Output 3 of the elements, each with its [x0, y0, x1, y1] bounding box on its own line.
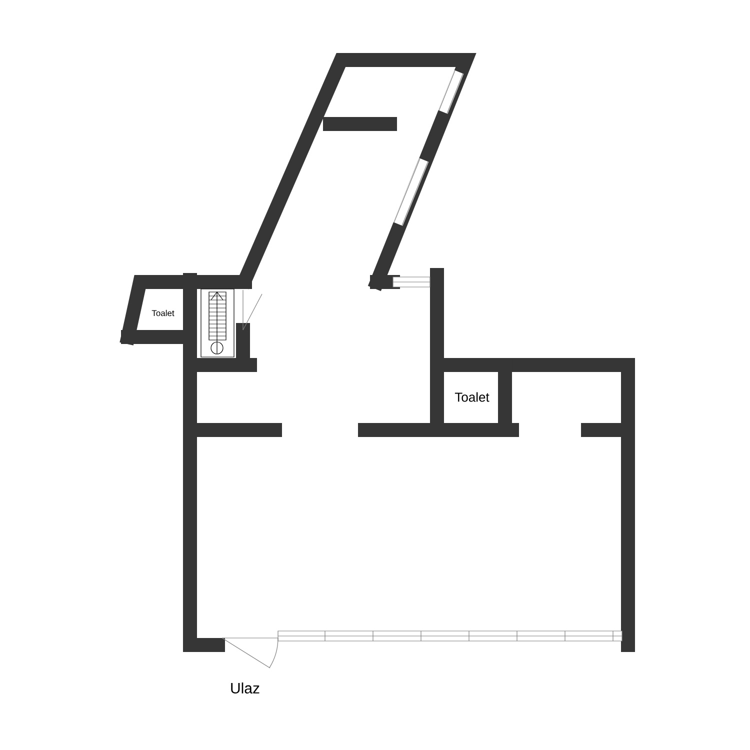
room-label: Ulaz: [231, 682, 260, 694]
room-label: Toalet: [152, 310, 174, 316]
room-label: Toalet: [454, 392, 490, 402]
